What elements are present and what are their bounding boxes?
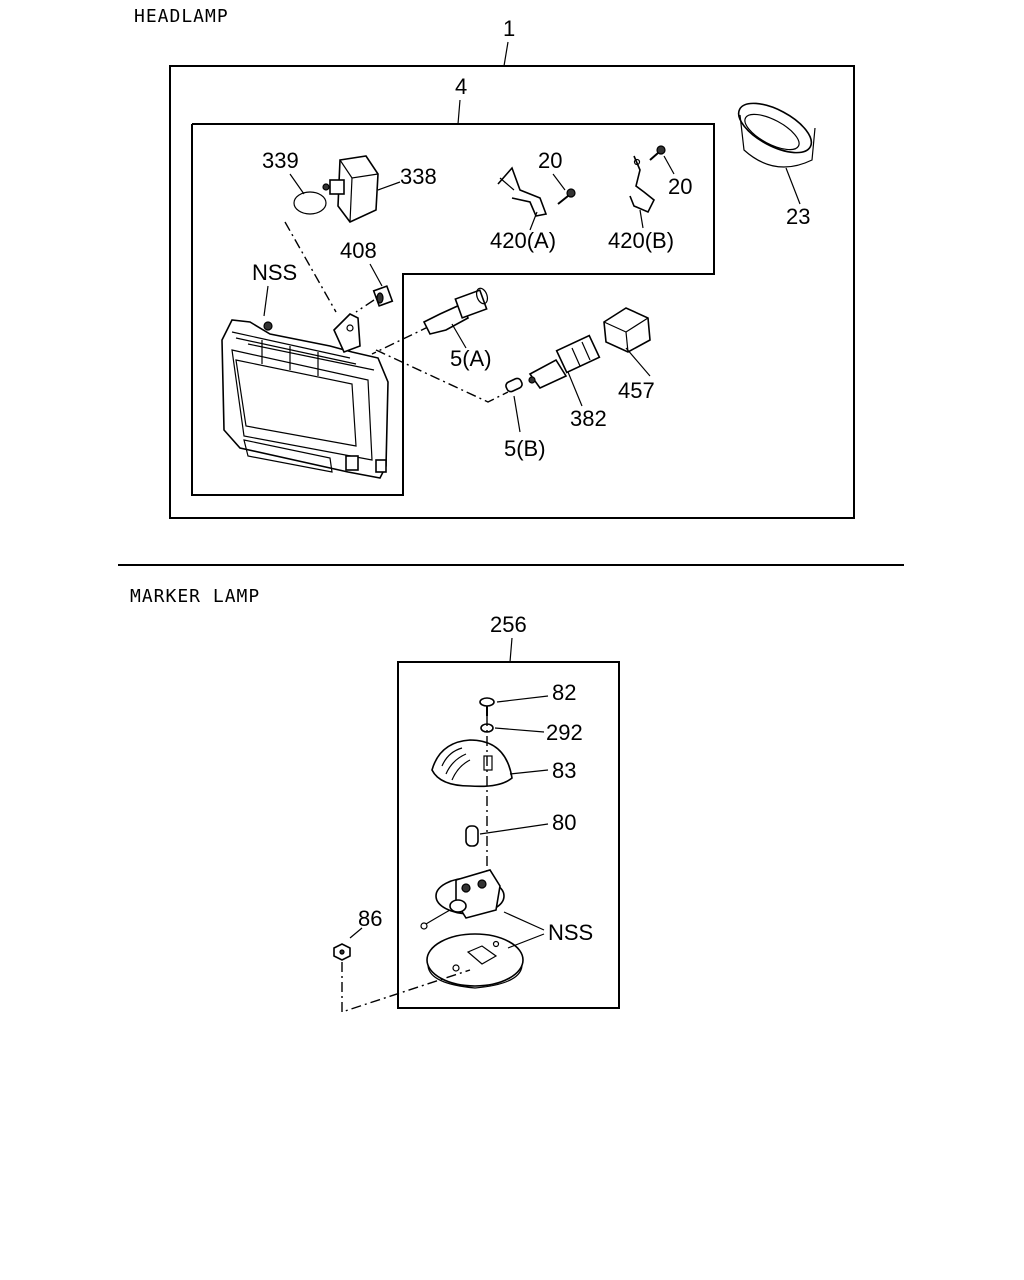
assembly-line-86	[341, 962, 471, 1013]
callout-408: 408	[340, 238, 377, 263]
callout-nss-headlamp: NSS	[252, 260, 297, 285]
part-382-socket	[528, 334, 601, 390]
leader-23	[785, 167, 801, 205]
callout-339: 339	[262, 148, 299, 173]
part-457-connector	[603, 307, 651, 353]
callout-82: 82	[552, 680, 576, 705]
assembly-line-339	[284, 221, 337, 313]
callout-256: 256	[490, 612, 527, 637]
part-86-nut	[333, 943, 351, 961]
callout-20a: 20	[538, 148, 562, 173]
part-408-bushing	[372, 285, 394, 307]
leader-338	[377, 181, 401, 191]
callout-338: 338	[400, 164, 437, 189]
callout-457: 457	[618, 378, 655, 403]
marker-socket-base	[420, 869, 505, 930]
callout-420a: 420(A)	[490, 228, 556, 253]
leader-382	[567, 371, 583, 407]
callout-86: 86	[358, 906, 382, 931]
headlamp-section-title: HEADLAMP	[134, 6, 229, 27]
callout-1: 1	[503, 16, 515, 41]
leader-292	[494, 727, 545, 733]
headlamp-housing	[221, 313, 389, 479]
callout-nss-marker: NSS	[548, 920, 593, 945]
callout-23: 23	[786, 204, 810, 229]
assembly-line-5a	[371, 325, 431, 355]
leader-339	[289, 173, 305, 195]
callout-20b: 20	[668, 174, 692, 199]
part-23-cover-ring	[737, 102, 816, 168]
part-20b-screw	[649, 145, 666, 161]
leader-83	[509, 769, 549, 775]
leader-5a	[451, 323, 467, 349]
callout-5b: 5(B)	[504, 436, 546, 461]
marker-lamp-section-title: MARKER LAMP	[130, 586, 260, 607]
leader-82	[496, 695, 549, 703]
callout-420b: 420(B)	[608, 228, 674, 253]
callout-382: 382	[570, 406, 607, 431]
callout-83: 83	[552, 758, 576, 783]
part-5a-bulb	[422, 287, 489, 335]
part-339-o-ring	[293, 191, 327, 215]
callout-5a: 5(A)	[450, 346, 492, 371]
assembly-1-frame	[169, 65, 855, 519]
part-5b-bulb	[505, 377, 523, 393]
callout-292: 292	[546, 720, 583, 745]
callout-4: 4	[455, 74, 467, 99]
callout-80: 80	[552, 810, 576, 835]
leader-457	[625, 347, 651, 377]
leader-20b	[663, 155, 675, 175]
leader-nss-marker-a	[503, 911, 545, 931]
part-80-bulb	[465, 825, 479, 847]
assembly-line-5b	[375, 349, 509, 403]
leader-nss-marker-b	[507, 933, 545, 949]
assembly-256-frame	[397, 661, 620, 1009]
assembly-4-frame	[191, 123, 715, 496]
marker-gasket	[426, 933, 524, 989]
leader-20a	[552, 173, 566, 191]
leader-420a	[529, 211, 538, 231]
part-20a-screw	[557, 188, 576, 205]
leader-nss-headlamp	[263, 285, 269, 317]
leader-1	[503, 41, 509, 67]
part-338-socket	[322, 155, 379, 223]
part-420b-bracket	[629, 155, 656, 214]
part-82-screw	[479, 697, 495, 716]
part-83-lens	[431, 739, 513, 788]
leader-408	[369, 263, 383, 287]
leader-80	[479, 823, 549, 835]
leader-5b	[513, 395, 521, 433]
leader-256	[509, 637, 513, 663]
assembly-line-408	[355, 299, 375, 313]
leader-86	[349, 927, 363, 939]
part-420a-bracket	[497, 166, 548, 217]
leader-4	[457, 99, 461, 125]
leader-420b	[639, 209, 644, 229]
